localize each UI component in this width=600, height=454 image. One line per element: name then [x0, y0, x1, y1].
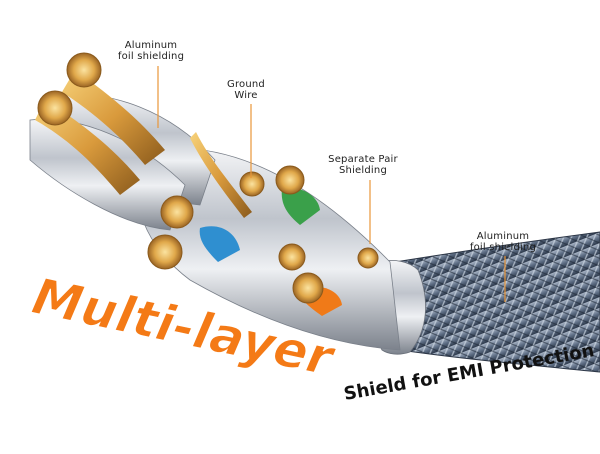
callout-aluminum-foil-outer: Aluminum foil shielding	[448, 231, 558, 253]
callout-line: Aluminum	[124, 40, 178, 51]
conductor-end-blue-1	[160, 195, 194, 229]
callout-line: foil shielding	[469, 242, 537, 253]
conductor-end-orange-1	[278, 243, 306, 271]
callout-line: Ground	[227, 79, 265, 90]
callout-aluminum-foil-inner: Aluminum foil shielding	[106, 40, 196, 62]
callout-ground-wire: Ground Wire	[206, 79, 286, 101]
conductor-end-3	[239, 171, 265, 197]
conductor-end-1	[66, 52, 102, 88]
callout-line: Separate Pair	[328, 154, 398, 165]
blue-insulation	[199, 226, 240, 262]
copper-strand-1	[62, 70, 165, 165]
callout-line: Wire	[234, 90, 258, 101]
conductor-end-2	[37, 90, 73, 126]
callout-line: Aluminum	[476, 231, 530, 242]
callout-line: Shielding	[338, 165, 387, 176]
conductor-end-blue-2	[147, 234, 183, 270]
green-insulation	[281, 187, 320, 225]
leader-lines	[157, 66, 506, 302]
conductor-end-green	[275, 165, 305, 195]
conductor-end-orange-2	[292, 272, 324, 304]
callout-pair-shielding: Separate Pair Shielding	[308, 154, 418, 176]
conductor-end-4	[357, 247, 379, 269]
ground-wire	[190, 132, 252, 218]
callout-line: foil shielding	[117, 51, 185, 62]
